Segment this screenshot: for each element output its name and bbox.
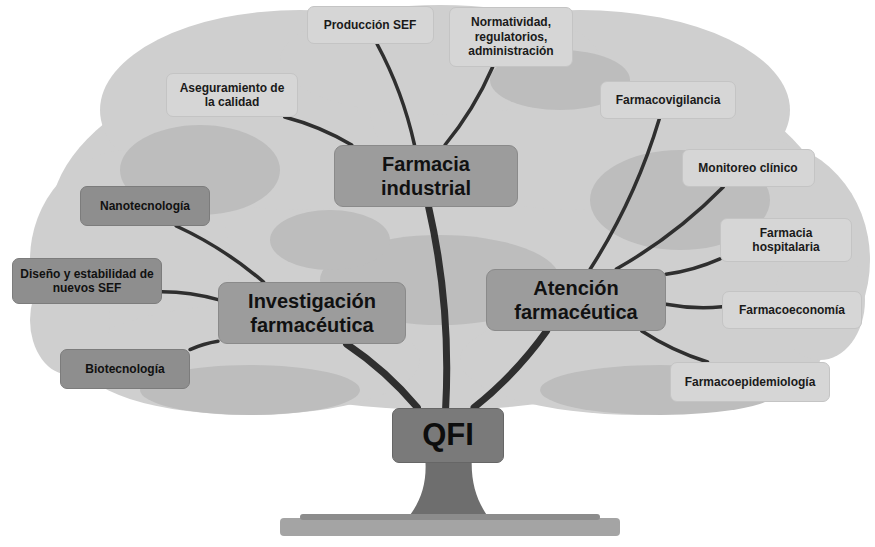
branch-line: [162, 292, 218, 300]
node-label: Producción SEF: [324, 18, 417, 32]
node-label: Diseño y estabilidad de nuevos SEF: [20, 267, 154, 296]
branch-line: [616, 187, 723, 269]
branch-line: [347, 344, 418, 408]
node-label: Monitoreo clínico: [698, 161, 797, 175]
node-label: Aseguramiento de la calidad: [174, 81, 290, 110]
node-label: Nanotecnología: [100, 199, 190, 213]
node-label: Farmacoepidemiología: [685, 375, 816, 389]
root-box: QFI: [392, 408, 504, 463]
tree-canopy: [30, 5, 870, 415]
node-label: Investigación farmacéutica: [227, 289, 397, 337]
node-label: Normatividad, regulatorios, administraci…: [457, 15, 565, 58]
branch-line: [474, 331, 547, 408]
leaf-box: Monitoreo clínico: [682, 149, 815, 187]
branch-line: [445, 67, 493, 145]
node-label: Atención farmacéutica: [495, 276, 657, 324]
node-label: Farmacoeconomía: [739, 303, 845, 317]
branch-box: Atención farmacéutica: [486, 269, 666, 331]
node-label: Farmacia industrial: [343, 152, 509, 200]
leaf-box: Biotecnología: [60, 349, 190, 389]
leaf-box: Diseño y estabilidad de nuevos SEF: [12, 258, 162, 304]
branch-line: [666, 304, 722, 307]
canopy-shade: [120, 50, 780, 415]
branch-line: [285, 117, 352, 145]
node-label: QFI: [422, 416, 474, 453]
grass-top: [300, 514, 600, 520]
branch-line: [666, 259, 720, 274]
leaf-box: Farmacia hospitalaria: [720, 218, 852, 262]
node-label: Farmacovigilancia: [616, 93, 721, 107]
grass: [280, 518, 620, 536]
branch-line: [642, 331, 708, 362]
branch-line: [429, 207, 447, 408]
node-label: Biotecnología: [85, 362, 164, 376]
branch-line: [190, 341, 218, 349]
leaf-box: Nanotecnología: [80, 186, 210, 226]
leaf-box: Farmacoepidemiología: [670, 362, 830, 402]
leaf-box: Farmacoeconomía: [722, 291, 862, 329]
node-label: Farmacia hospitalaria: [728, 226, 844, 255]
leaf-box: Producción SEF: [307, 6, 434, 44]
leaf-box: Normatividad, regulatorios, administraci…: [449, 7, 573, 67]
branch-line: [590, 119, 659, 269]
branch-line: [377, 44, 414, 145]
leaf-box: Farmacovigilancia: [600, 81, 736, 119]
branch-line: [176, 226, 263, 282]
branch-box: Investigación farmacéutica: [218, 282, 406, 344]
leaf-box: Aseguramiento de la calidad: [166, 73, 298, 117]
branch-box: Farmacia industrial: [334, 145, 518, 207]
